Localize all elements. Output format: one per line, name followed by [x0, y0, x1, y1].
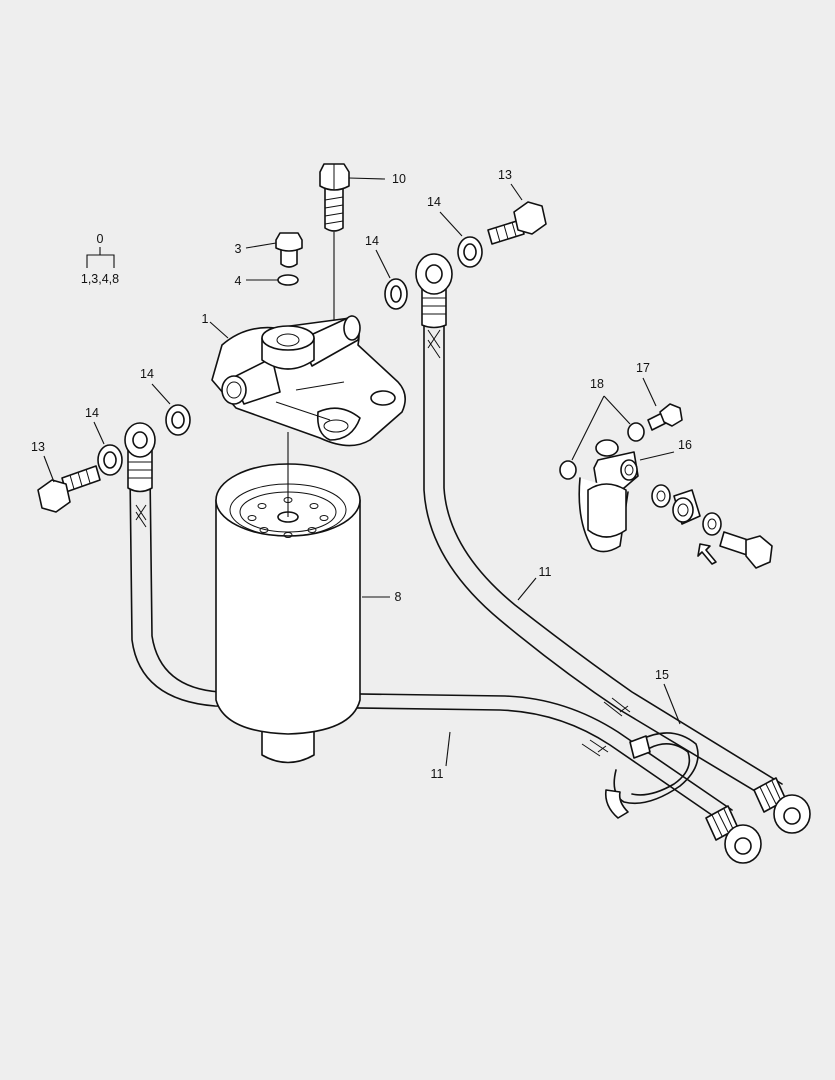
o-ring-18-b	[627, 422, 645, 442]
callout-1: 1	[202, 312, 209, 326]
sealing-ring-14-d	[457, 236, 483, 268]
callout-labels: 0 1,3,4,8 1 3 4 8 10 11 11 13 13 14 14 1…	[31, 168, 692, 781]
callout-4: 4	[235, 274, 242, 288]
o-ring-right	[702, 512, 722, 536]
callout-18: 18	[590, 377, 604, 391]
callout-3: 3	[235, 242, 242, 256]
callout-14-c: 14	[365, 234, 379, 248]
callout-8: 8	[395, 590, 402, 604]
fuel-pipe-11-upper	[423, 311, 783, 801]
pipe-end-upper	[753, 777, 811, 834]
callout-14-d: 14	[427, 195, 441, 209]
sealing-ring-14-c	[384, 278, 408, 310]
banjo-bolt-13-upper	[487, 201, 547, 245]
callout-15: 15	[655, 668, 669, 682]
callout-13-upper: 13	[498, 168, 512, 182]
callout-14-b: 14	[140, 367, 154, 381]
banjo-left	[124, 422, 156, 493]
seal-ring-right	[651, 484, 671, 508]
callout-13-left: 13	[31, 440, 45, 454]
banjo-upper	[415, 253, 453, 329]
plug-3	[275, 232, 303, 268]
callout-10: 10	[392, 172, 406, 186]
filter-head	[211, 315, 406, 447]
banjo-bolt-13-left	[37, 465, 101, 513]
callout-14-a: 14	[85, 406, 99, 420]
pipe-end-lower	[705, 805, 762, 864]
callout-16: 16	[678, 438, 692, 452]
banjo-bolt-right	[719, 531, 773, 569]
prefilter-16	[578, 439, 639, 553]
sealing-ring-14-b	[165, 404, 191, 436]
callout-assembly-0: 0	[97, 232, 104, 246]
o-ring-4	[277, 274, 299, 286]
callout-assembly-parts: 1,3,4,8	[81, 272, 119, 286]
callout-11-lower: 11	[431, 767, 444, 781]
sealing-ring-14-a	[97, 444, 123, 476]
bolt-10	[319, 163, 350, 232]
cable-tie-clamp-15	[604, 732, 699, 819]
screw-17	[647, 403, 683, 431]
flow-direction-arrow-icon	[697, 543, 717, 565]
adapter-sleeve	[672, 489, 701, 525]
leader-lines	[43, 177, 681, 767]
fuel-pipe-11-lower	[129, 471, 733, 823]
callout-17: 17	[636, 361, 650, 375]
o-ring-18-a	[559, 460, 577, 480]
callout-11-upper: 11	[539, 565, 552, 579]
